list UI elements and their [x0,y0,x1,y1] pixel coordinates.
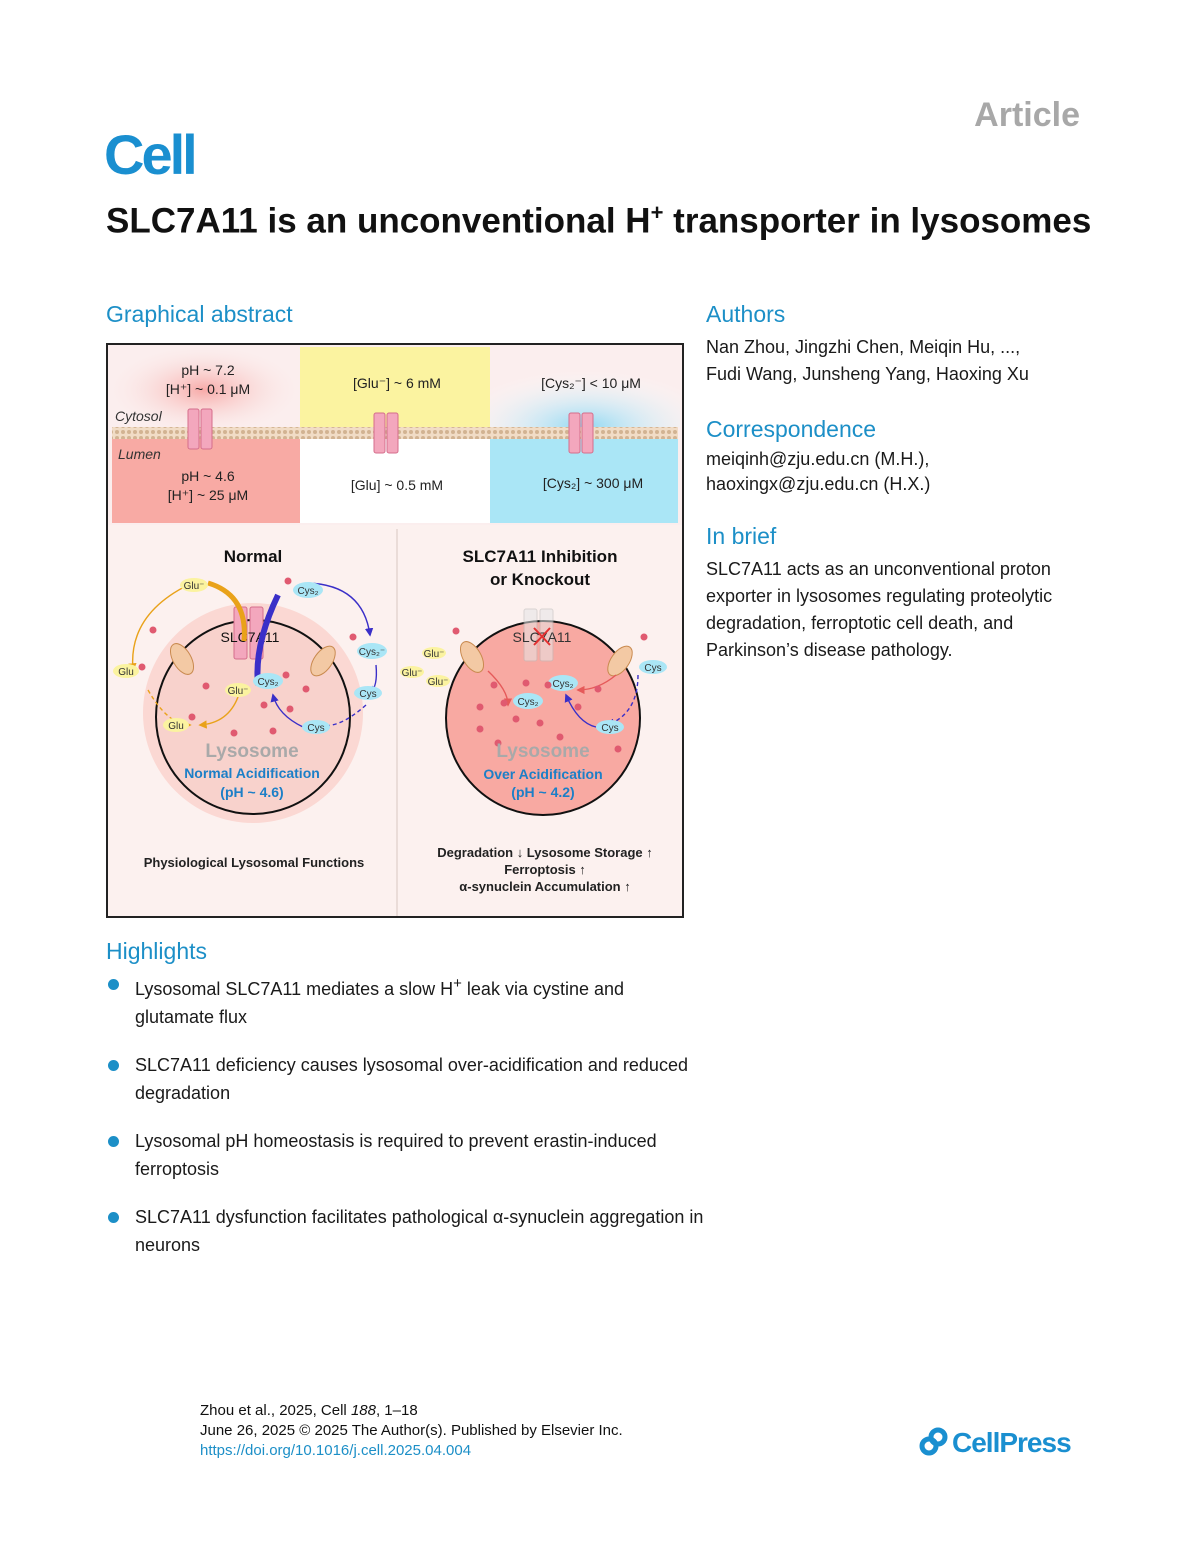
citation-line: Zhou et al., 2025, Cell 188, 1–18 [200,1402,418,1419]
lumen-label: Lumen [118,446,161,462]
bullet-icon [108,979,119,990]
graphical-abstract-figure: pH ~ 7.2 [H⁺] ~ 0.1 μM [Glu⁻] ~ 6 mM [Cy… [106,343,684,918]
bullet-icon [108,1212,119,1223]
correspondence-heading: Correspondence [706,416,877,442]
journal-logo: Cell [104,123,198,186]
authors-line: Fudi Wang, Junsheng Yang, Haoxing Xu [706,364,1029,384]
h-cytosol: [H⁺] ~ 0.1 μM [166,381,250,397]
knockout-caption-2: Ferroptosis ↑ [504,862,586,877]
lysosome-label-normal: Lysosome [205,741,298,762]
knockout-caption-1: Degradation ↓ Lysosome Storage ↑ [437,845,653,860]
proton-markers-normal [138,577,357,737]
copyright-line: June 26, 2025 © 2025 The Author(s). Publ… [200,1422,623,1439]
highlights-heading: Highlights [106,938,207,964]
knockout-title-2: or Knockout [490,570,590,589]
glu-cytosol: [Glu⁻] ~ 6 mM [353,375,441,391]
normal-acidification-label: Normal Acidification [184,765,320,781]
highlight-item: SLC7A11 deficiency causes lysosomal over… [106,1051,706,1107]
normal-ph-label: (pH ~ 4.6) [220,784,283,800]
glu-label: Glu [118,667,134,678]
cytosol-label: Cytosol [115,408,163,424]
doi-link[interactable]: https://doi.org/10.1016/j.cell.2025.04.0… [200,1442,472,1459]
citation-footer: Zhou et al., 2025, Cell 188, 1–18 June 2… [200,1401,623,1461]
inhibition-cross-icon [533,627,551,646]
transporter-icon [373,412,399,454]
highlights-list: Lysosomal SLC7A11 mediates a slow H+ lea… [106,970,706,1279]
correspondence-emails: meiqinh@zju.edu.cn (M.H.), haoxingx@zju.… [706,447,1106,497]
cys2-label: Cys₂ [257,677,278,688]
authors-line: Nan Zhou, Jingzhi Chen, Meiqin Hu, ..., [706,337,1021,357]
cys-label: Cys [644,663,661,674]
cellpress-wordmark: CellPress [952,1427,1072,1458]
in-brief-heading: In brief [706,523,777,549]
bullet-icon [108,1136,119,1147]
glu-label: Glu [168,721,184,732]
cys-label: Cys [601,723,618,734]
article-type-label: Article [974,96,1080,134]
glu-label: Glu⁻ [428,677,449,688]
lumen-h-bg [112,439,300,523]
highlight-item: SLC7A11 dysfunction facilitates patholog… [106,1203,706,1259]
knockout-title-1: SLC7A11 Inhibition [463,547,618,566]
knockout-ph-label: (pH ~ 4.2) [511,784,574,800]
lysosome-label-knockout: Lysosome [496,741,589,762]
cys2-label: Cys₂⁻ [359,647,385,658]
authors-heading: Authors [706,301,786,327]
authors-list: Nan Zhou, Jingzhi Chen, Meiqin Hu, ..., … [706,334,1106,388]
glu-label: Glu⁻ [184,581,205,592]
email-link[interactable]: meiqinh@zju.edu.cn (M.H.), [706,449,930,469]
cys2-label: Cys₂ [517,697,538,708]
ph-lumen: pH ~ 4.6 [181,468,235,484]
ph-cytosol: pH ~ 7.2 [181,362,235,378]
article-title: SLC7A11 is an unconventional H+ transpor… [106,200,1092,241]
highlight-item: Lysosomal SLC7A11 mediates a slow H+ lea… [106,970,706,1031]
glu-label: Glu⁻ [424,649,445,660]
graphical-abstract-heading: Graphical abstract [106,301,293,327]
over-acidification-label: Over Acidification [483,766,602,782]
highlight-item: Lysosomal pH homeostasis is required to … [106,1127,706,1183]
cys2-label: Cys₂ [297,586,318,597]
bullet-icon [108,1060,119,1071]
knockout-caption-3: α-synuclein Accumulation ↑ [459,879,630,894]
cellpress-icon [919,1427,948,1456]
cys-cytosol: [Cys₂⁻] < 10 μM [541,375,641,391]
transporter-icon [187,408,213,450]
cys-label: Cys [359,689,376,700]
transporter-icon [568,412,594,454]
glu-label: Glu⁻ [402,668,423,679]
email-link[interactable]: haoxingx@zju.edu.cn (H.X.) [706,474,931,494]
cys-lumen: [Cys₂] ~ 300 μM [543,475,643,491]
cellpress-logo: CellPress [918,1427,1072,1459]
glu-lumen: [Glu] ~ 0.5 mM [351,477,443,493]
glu-efflux-arrow [207,580,247,642]
normal-caption: Physiological Lysosomal Functions [144,855,365,870]
normal-title: Normal [224,547,283,566]
cys-label: Cys [307,723,324,734]
proton-markers-knockout [452,627,648,753]
cys2-label: Cys₂ [552,679,573,690]
in-brief-text: SLC7A11 acts as an unconventional proton… [706,559,1053,660]
glu-label: Glu⁻ [228,686,249,697]
slc7a11-label-normal: SLC7A11 [221,629,280,645]
h-lumen: [H⁺] ~ 25 μM [168,487,248,503]
slc7a11-transporter-knockout [523,608,554,662]
